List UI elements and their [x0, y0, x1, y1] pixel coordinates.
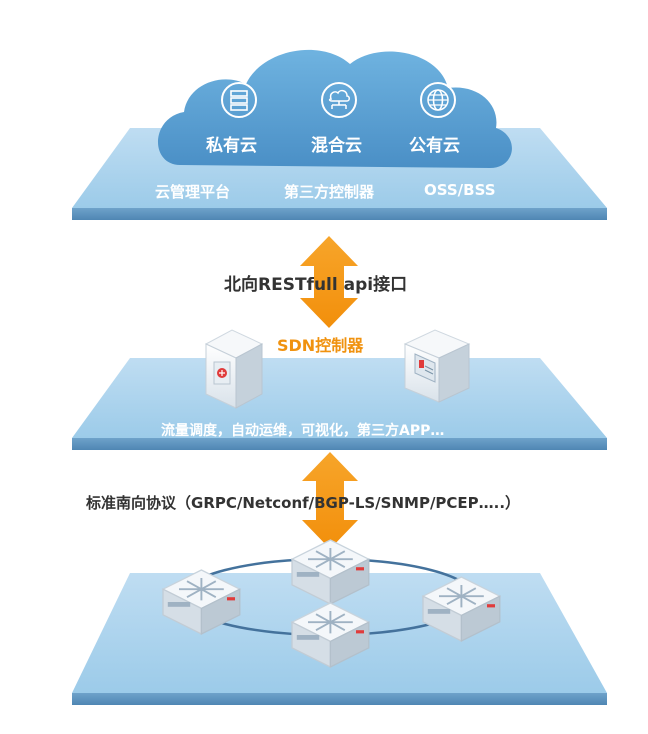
controller-monitor-icon — [403, 329, 471, 403]
globe-icon — [420, 82, 456, 118]
southbound-label: 标准南向协议（GRPC/Netconf/BGP-LS/SNMP/PCEP…..） — [86, 494, 521, 512]
top-item-third-party-controller: 第三方控制器 — [284, 183, 375, 201]
southbound-arrow — [302, 452, 358, 549]
controller-capabilities-caption: 流量调度，自动运维，可视化，第三方APP… — [161, 423, 445, 439]
controller-server-icon — [204, 329, 264, 409]
top-item-oss-bss: OSS/BSS — [424, 181, 496, 199]
northbound-label: 北向RESTfull api接口 — [224, 275, 408, 295]
northbound-arrow — [300, 236, 358, 328]
server-icon — [221, 82, 257, 118]
cloud-shape — [157, 49, 512, 168]
cloud-label-hybrid: 混合云 — [311, 136, 362, 156]
top-item-cloud-management: 云管理平台 — [155, 183, 231, 201]
cloud-label-private: 私有云 — [206, 136, 257, 156]
cloud-label-public: 公有云 — [409, 136, 460, 156]
hybrid-cloud-icon — [321, 82, 357, 118]
sdn-controller-title: SDN控制器 — [277, 336, 364, 355]
